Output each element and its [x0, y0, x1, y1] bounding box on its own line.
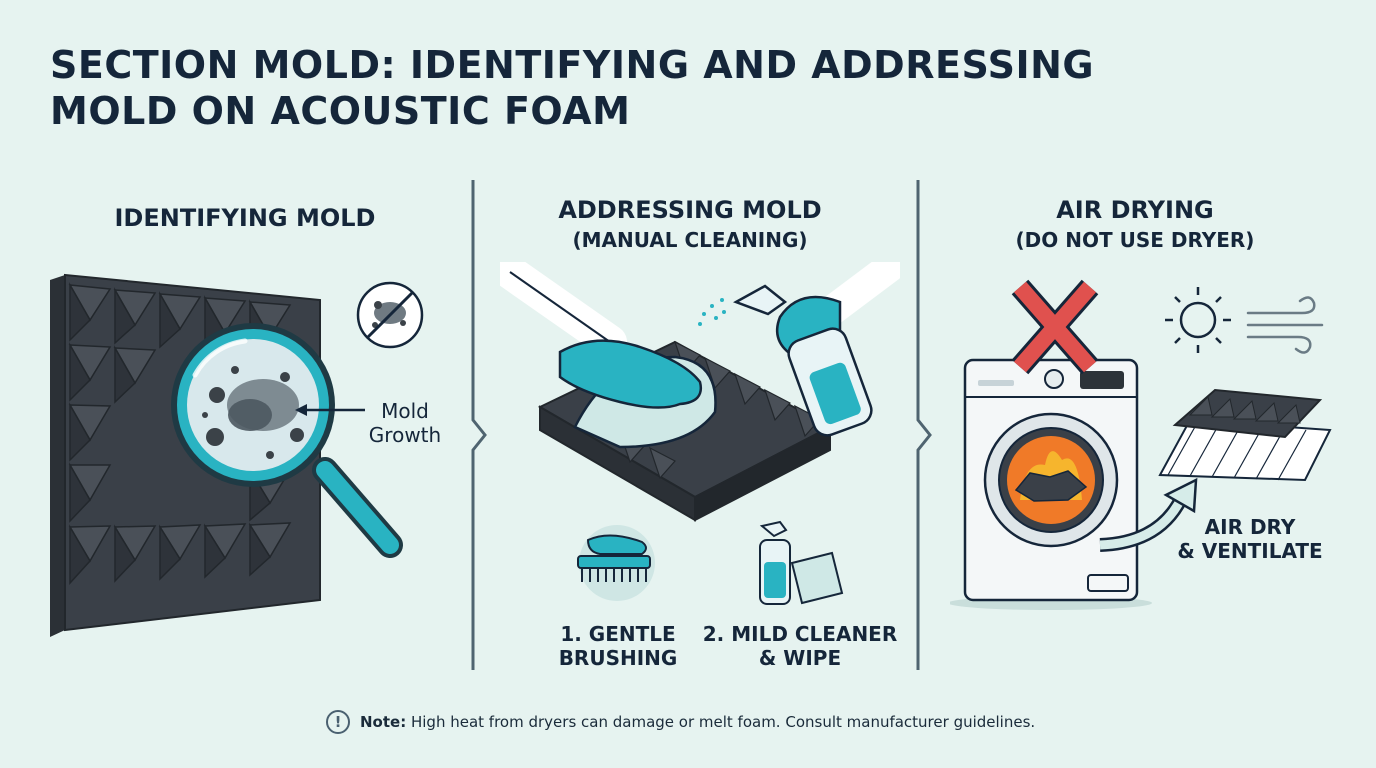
sun-icon: [1165, 287, 1231, 353]
mold-growth-callout: Mold Growth: [360, 399, 450, 447]
panel-identifying-heading: IDENTIFYING MOLD: [114, 204, 376, 232]
step-2-line1: 2. MILD CLEANER: [702, 622, 898, 646]
note-label: Note:: [360, 713, 407, 731]
no-dryer-x-icon: [1011, 279, 1099, 375]
air-dry-callout-line2: & VENTILATE: [1177, 539, 1323, 563]
mold-growth-callout-line1: Mold: [381, 399, 429, 423]
panel-divider-1: [471, 180, 487, 670]
title-line-2: MOLD ON ACOUSTIC FOAM: [50, 89, 631, 133]
mold-growth-callout-line2: Growth: [368, 423, 442, 447]
page-title: SECTION MOLD: IDENTIFYING AND ADDRESSING…: [50, 42, 1094, 134]
panel-addressing-title: ADDRESSING MOLD: [558, 196, 822, 224]
step-1-line1: 1. GENTLE: [560, 622, 676, 646]
panel-divider-2: [916, 180, 932, 670]
panel-air-drying-title: AIR DRYING: [1056, 196, 1214, 224]
wind-icon: [1246, 296, 1324, 354]
exclamation-icon: !: [326, 710, 350, 734]
dryer-and-rack-illustration: [950, 279, 1332, 610]
panel-addressing-subtitle: (MANUAL CLEANING): [572, 228, 808, 252]
mold-foam-magnifier-illustration: [50, 273, 424, 637]
panel-air-drying-heading: AIR DRYING (DO NOT USE DRYER): [950, 195, 1320, 255]
panel-addressing-heading: ADDRESSING MOLD (MANUAL CLEANING): [500, 195, 880, 255]
mold-spots: [202, 366, 304, 459]
step-2-line2: & WIPE: [758, 646, 842, 670]
air-dry-callout-line1: AIR DRY: [1204, 515, 1296, 539]
cleaner-and-cloth-icon: [759, 520, 844, 605]
footer-note: ! Note: High heat from dryers can damage…: [326, 710, 1035, 734]
title-line-1: SECTION MOLD: IDENTIFYING AND ADDRESSING: [50, 43, 1095, 87]
note-text: Note: High heat from dryers can damage o…: [360, 713, 1035, 731]
air-dry-ventilate-callout: AIR DRY & VENTILATE: [1175, 515, 1325, 563]
note-body: High heat from dryers can damage or melt…: [410, 713, 1036, 731]
step-gentle-brushing: 1. GENTLE BRUSHING: [548, 622, 688, 670]
cleaning-foam-illustration: [500, 262, 900, 522]
panel-air-drying-subtitle: (DO NOT USE DRYER): [1015, 228, 1255, 252]
step-1-line2: BRUSHING: [558, 646, 678, 670]
brush-icon: [577, 525, 655, 601]
step-mild-cleaner-wipe: 2. MILD CLEANER & WIPE: [700, 622, 900, 670]
